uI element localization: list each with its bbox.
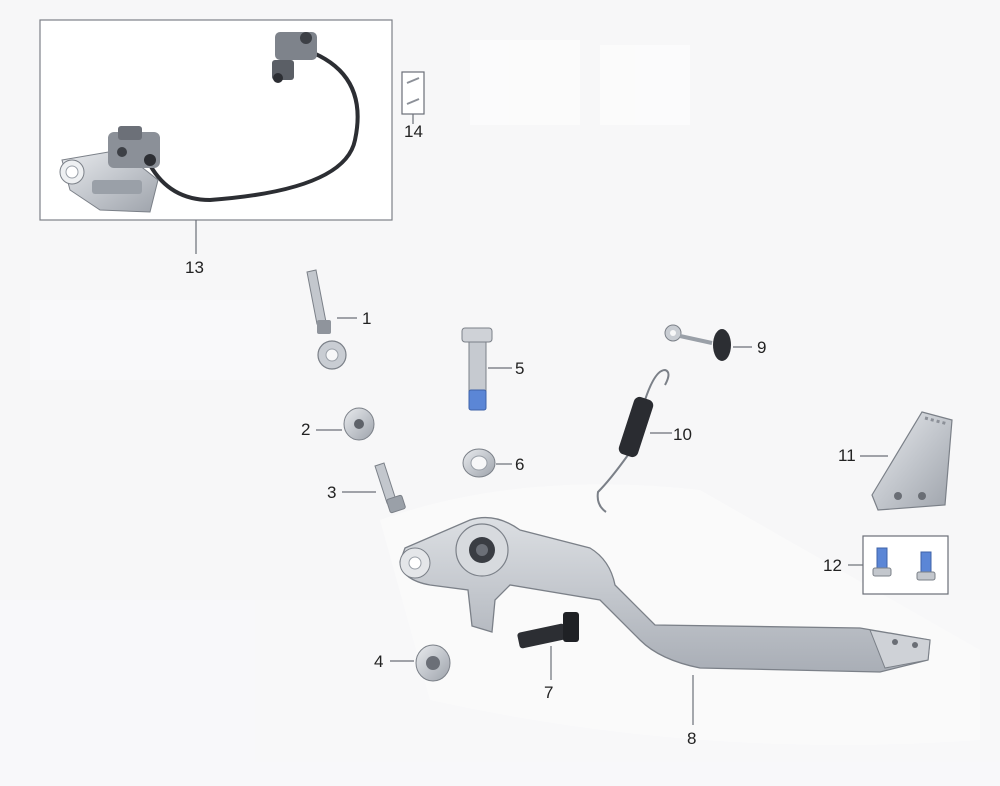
return-spring-10 (596, 368, 672, 513)
bolt-3 (342, 462, 406, 514)
callout-13: 13 (185, 258, 204, 277)
callout-9: 9 (757, 338, 767, 357)
washer-2 (316, 407, 375, 441)
pad-pin-set (401, 71, 425, 124)
callout-14: 14 (404, 122, 423, 141)
caliper-body (108, 126, 160, 168)
brake-pedal-lever-8 (399, 516, 931, 725)
caliper-hose-assembly (39, 19, 393, 221)
foot-tip-plate-11 (860, 411, 953, 511)
callout-5: 5 (515, 359, 525, 378)
callout-11: 11 (838, 446, 856, 465)
callout-2: 2 (301, 420, 311, 439)
callout-3: 3 (327, 483, 337, 502)
callout-7: 7 (544, 683, 554, 702)
tip-screws-12 (848, 535, 949, 595)
pivot-bolt-5 (461, 327, 512, 411)
callout-12: 12 (823, 556, 842, 575)
nut-4 (390, 644, 451, 682)
master-cylinder (272, 32, 317, 83)
clevis-eye-rod (306, 269, 357, 370)
spring-hook-9 (664, 324, 752, 361)
callout-1: 1 (362, 309, 372, 328)
callout-4: 4 (374, 652, 384, 671)
callout-10: 10 (673, 425, 692, 444)
callout-6: 6 (515, 455, 525, 474)
callout-8: 8 (687, 729, 697, 748)
washer-6 (462, 448, 512, 478)
bolt-7 (517, 612, 579, 680)
